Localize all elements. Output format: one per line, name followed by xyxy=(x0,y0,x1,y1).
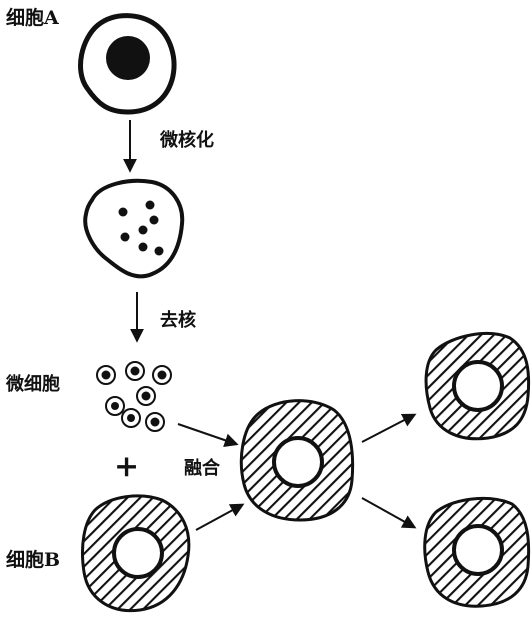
cell-a xyxy=(78,13,177,115)
microcell xyxy=(105,396,125,416)
micronucleus xyxy=(118,207,128,217)
arrow-to-daughter-top xyxy=(361,413,417,443)
micronucleus xyxy=(138,225,148,235)
micronucleation-label: 微核化 xyxy=(159,129,214,151)
microcell xyxy=(145,412,165,432)
daughter-cell-bottom-nucleus xyxy=(452,524,504,576)
microcell xyxy=(121,408,141,428)
daughter-cell-bottom xyxy=(423,496,531,608)
microcell xyxy=(96,365,116,385)
microcell xyxy=(125,361,145,381)
micronucleus xyxy=(154,246,164,256)
cell-b-nucleus xyxy=(112,527,164,579)
fusion-label: 融合 xyxy=(184,457,221,479)
cell-a-nucleus xyxy=(106,36,150,80)
micronucleus xyxy=(138,242,148,252)
cell-b xyxy=(81,494,191,613)
micronucleus xyxy=(149,215,159,225)
enucleation-label: 去核 xyxy=(160,309,196,331)
fused-cell xyxy=(239,399,355,522)
microcell xyxy=(152,365,172,385)
micronucleus xyxy=(120,232,130,242)
fused-cell-nucleus xyxy=(272,436,324,488)
daughter-cell-top xyxy=(424,332,531,441)
microcell xyxy=(136,386,156,406)
micronucleated-cell xyxy=(83,178,185,279)
arrow-microcells-to-fused xyxy=(177,423,239,447)
plus-sign: + xyxy=(114,449,139,484)
cell-b-label: 细胞B xyxy=(6,548,60,571)
daughter-cell-top-nucleus xyxy=(452,360,504,412)
cell-a-label: 细胞A xyxy=(6,6,59,29)
arrow-cell-b-to-fused xyxy=(195,503,245,531)
microcells xyxy=(96,361,172,432)
micronucleus xyxy=(145,200,155,210)
microcell-label: 微细胞 xyxy=(5,373,60,395)
arrow-to-daughter-bottom xyxy=(361,497,417,529)
